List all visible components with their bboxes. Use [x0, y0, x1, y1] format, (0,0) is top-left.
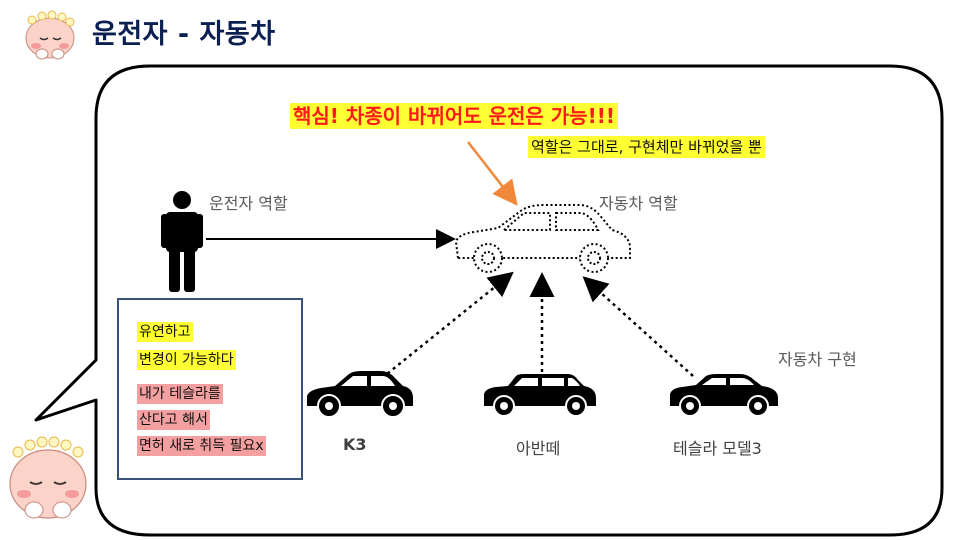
tesla-car-icon: [670, 374, 778, 417]
note-line: 산다고 해서: [137, 410, 210, 430]
car-label-tesla: 테슬라 모델3: [673, 439, 762, 458]
peach-mascot-icon: [25, 10, 75, 60]
note-line: 내가 테슬라를: [137, 384, 223, 404]
tesla-impl-arrow: [582, 276, 694, 377]
note-line: 변경이 가능하다: [137, 350, 236, 370]
abstract-car-icon: [454, 204, 631, 273]
driver-role-label: 운전자 역할: [209, 194, 288, 213]
peach-mascot-large-icon: [9, 436, 87, 519]
note-box: 유연하고 변경이 가능하다 내가 테슬라를 산다고 해서 면허 새로 취득 필요…: [117, 298, 303, 480]
page-title: 운전자 - 자동차: [92, 19, 276, 50]
k3-car-icon: [307, 371, 413, 418]
car-impl-label: 자동차 구현: [778, 350, 857, 369]
key-point-subline: 역할은 그대로, 구현체만 바뀌었을 뿐: [528, 136, 765, 158]
avante-car-icon: [484, 374, 596, 417]
person-icon: [161, 191, 203, 292]
car-label-k3: K3: [343, 435, 367, 454]
note-line: 면허 새로 취득 필요x: [137, 436, 266, 456]
car-role-label: 자동차 역할: [599, 194, 678, 213]
car-label-avante: 아반떼: [516, 439, 561, 458]
key-point-headline: 핵심! 차종이 바뀌어도 운전은 가능!!!: [290, 103, 618, 129]
k3-impl-arrow: [381, 271, 514, 379]
note-line: 유연하고: [137, 322, 193, 342]
